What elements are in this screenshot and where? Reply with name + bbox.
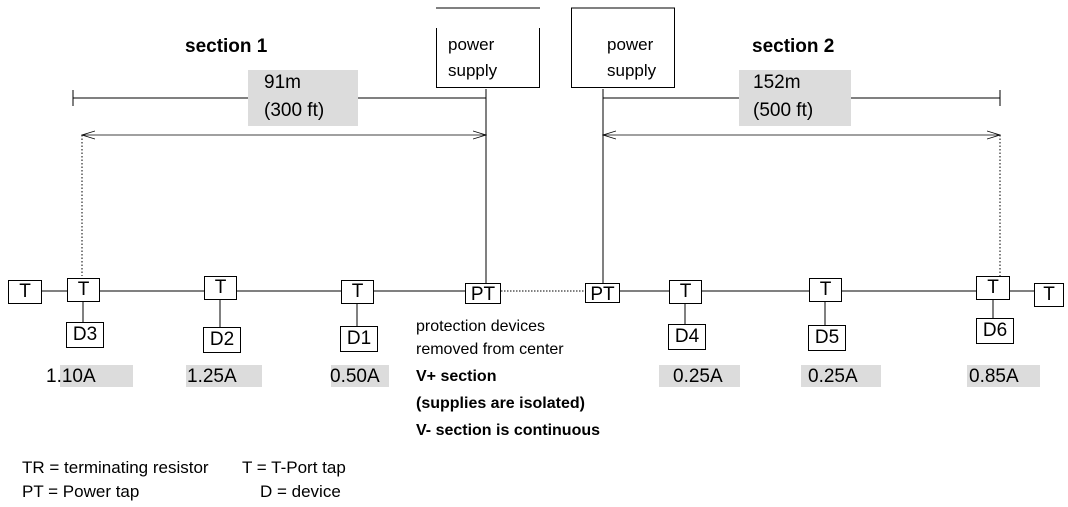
distance-right-metric: 152m bbox=[753, 72, 801, 93]
device-d5: D5 bbox=[808, 325, 846, 351]
tap-d3-box: T bbox=[67, 278, 100, 302]
current-d1-highlight bbox=[331, 365, 389, 387]
current-d2-highlight bbox=[186, 365, 262, 387]
current-d5-highlight bbox=[801, 365, 881, 387]
power-supply-left-top-gap bbox=[436, 8, 437, 28]
current-d5: 0.25A bbox=[808, 366, 858, 387]
power-supply-right-line2: supply bbox=[607, 61, 657, 80]
current-d2: 1.25A bbox=[187, 366, 237, 387]
power-supply-left-edge bbox=[436, 28, 437, 88]
power-tap-left-box: PT bbox=[465, 283, 501, 305]
tap-d6-box: T bbox=[976, 276, 1010, 300]
legend-t: T = T-Port tap bbox=[242, 458, 346, 477]
current-d3-highlight bbox=[60, 365, 133, 387]
distance-left-metric: 91m bbox=[264, 72, 301, 93]
terminator-left-box: T bbox=[8, 280, 42, 304]
current-d4: 0.25A bbox=[673, 366, 723, 387]
legend-tr: TR = terminating resistor bbox=[22, 458, 209, 477]
tap-d5-box: T bbox=[809, 278, 842, 302]
device-d2: D2 bbox=[203, 327, 241, 353]
distance-left-imperial: (300 ft) bbox=[264, 100, 325, 121]
device-d6: D6 bbox=[976, 318, 1014, 344]
distance-right-imperial: (500 ft) bbox=[753, 100, 814, 121]
note-line-5: V- section is continuous bbox=[416, 422, 601, 439]
legend-d: D = device bbox=[260, 482, 341, 501]
current-d1: 0.50A bbox=[330, 366, 380, 387]
note-line-3: V+ section bbox=[416, 368, 497, 385]
power-supply-left-line2: supply bbox=[448, 61, 498, 80]
distance-left-highlight bbox=[248, 70, 358, 126]
power-supply-left: power supply bbox=[436, 28, 540, 88]
note-line-4: (supplies are isolated) bbox=[416, 395, 585, 412]
tap-d4-box: T bbox=[669, 280, 702, 304]
current-d6-highlight bbox=[967, 365, 1040, 387]
current-d4-highlight bbox=[659, 365, 740, 387]
legend-pt: PT = Power tap bbox=[22, 482, 140, 501]
tap-d1-box: T bbox=[341, 280, 374, 304]
power-supply-right: power supply bbox=[571, 8, 675, 88]
note-line-1: protection devices bbox=[416, 318, 545, 335]
tap-d2-box: T bbox=[204, 276, 237, 300]
power-supply-left-line1: power bbox=[448, 35, 495, 54]
terminator-right-box: T bbox=[1034, 283, 1064, 307]
note-line-2: removed from center bbox=[416, 341, 564, 358]
current-d6: 0.85A bbox=[969, 366, 1019, 387]
current-d3: 1.10A bbox=[46, 366, 96, 387]
power-supply-right-line1: power bbox=[607, 35, 654, 54]
device-d1: D1 bbox=[340, 326, 378, 352]
power-tap-right-box: PT bbox=[585, 283, 620, 305]
section-1-title: section 1 bbox=[185, 36, 268, 57]
device-d3: D3 bbox=[66, 322, 104, 348]
device-d4: D4 bbox=[668, 324, 706, 350]
distance-right-highlight bbox=[739, 70, 851, 126]
section-2-title: section 2 bbox=[752, 36, 835, 57]
